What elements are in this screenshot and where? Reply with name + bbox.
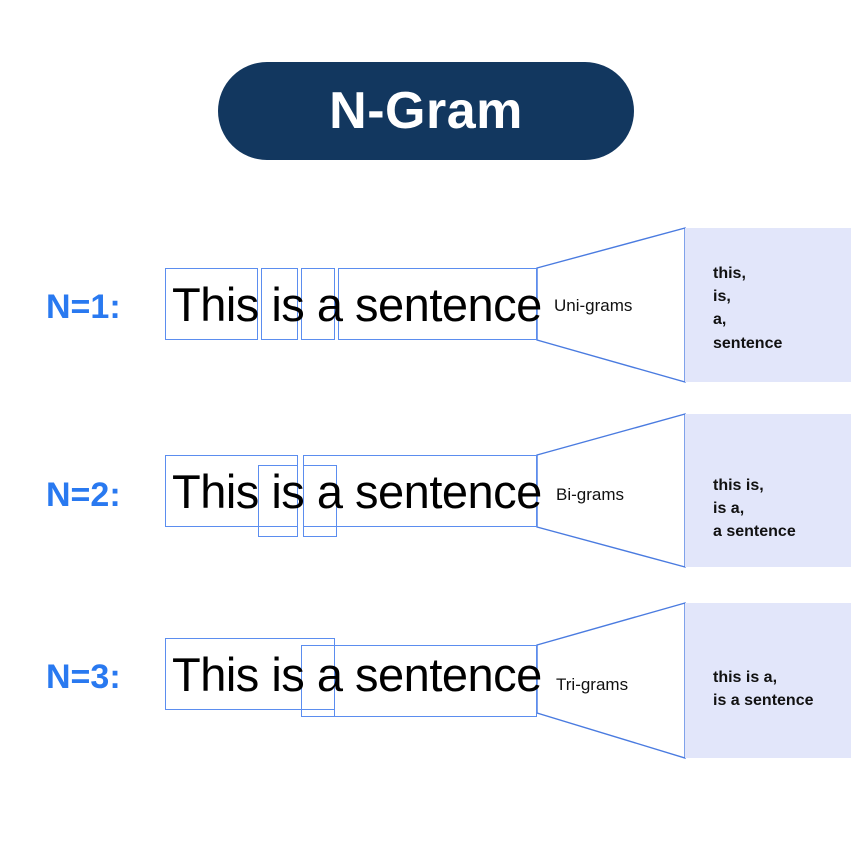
gram-label-n2: Bi-grams xyxy=(556,485,625,504)
output-panel-row2 xyxy=(685,414,851,567)
sentence-text-n1: This is a sentence xyxy=(172,278,542,331)
output-panel-row3 xyxy=(685,603,851,758)
sentence-text-n2: This is a sentence xyxy=(172,465,542,518)
title-pill: N-Gram xyxy=(218,62,634,160)
gram-label-n3: Tri-grams xyxy=(556,675,629,694)
token-box-n1-1 xyxy=(165,268,258,340)
output-text-row1: this, is, a, sentence xyxy=(713,265,783,352)
page-title: N-Gram xyxy=(329,82,523,140)
output-panel-row1 xyxy=(685,228,851,382)
row-label-n1: N=1: xyxy=(46,288,121,326)
token-box-n2-2b xyxy=(303,465,337,537)
gram-label-n1: Uni-grams xyxy=(554,296,633,315)
token-box-n2-2 xyxy=(258,465,298,537)
token-box-n1-3 xyxy=(301,268,335,340)
row-label-n3: N=3: xyxy=(46,658,121,696)
token-box-n3-2b xyxy=(301,645,335,717)
token-box-n1-4 xyxy=(338,268,537,340)
row-label-n2: N=2: xyxy=(46,476,121,514)
token-box-n1-2 xyxy=(261,268,298,340)
output-text-row3: this is a, is a sentence xyxy=(713,669,814,710)
sentence-text-n3: This is a sentence xyxy=(172,648,542,701)
output-text-row2: this is, is a, a sentence xyxy=(713,477,796,541)
